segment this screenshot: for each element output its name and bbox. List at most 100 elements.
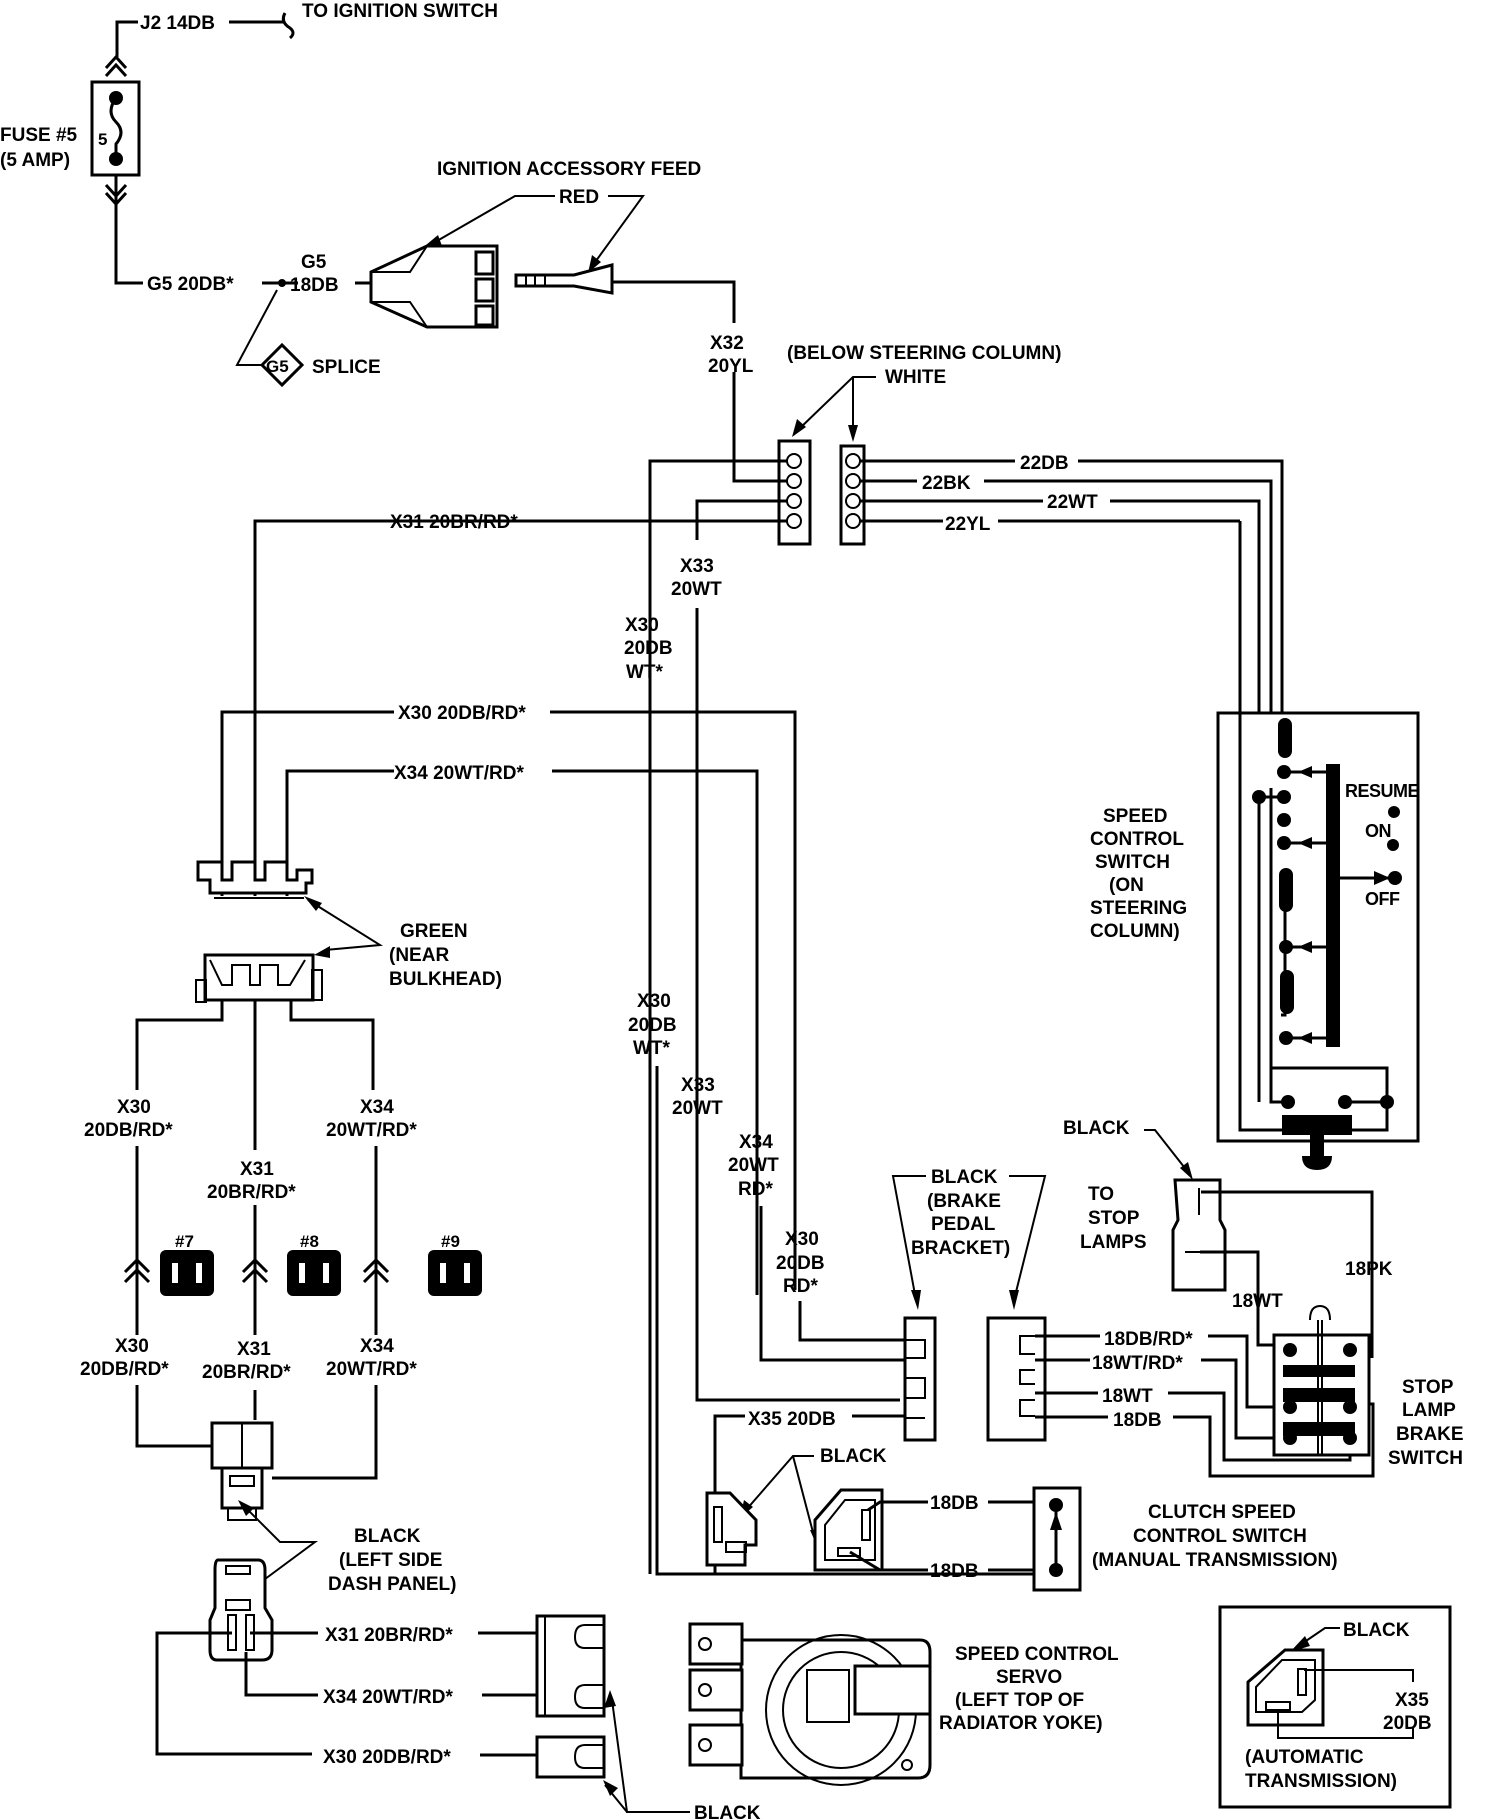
- fuse-label-2: (5 AMP): [0, 150, 70, 171]
- resume-label: RESUME: [1345, 781, 1420, 801]
- on-label: ON: [1365, 821, 1391, 841]
- auto-black-label: BLACK: [1343, 1620, 1410, 1641]
- g5-wire-label: G5 20DB*: [147, 274, 234, 295]
- fuse-7-icon: [160, 1250, 214, 1296]
- x32-label-2: 20YL: [708, 356, 754, 377]
- switch-label-line-2: CONTROL: [1090, 829, 1184, 850]
- brake-wire-3: 18WT: [1102, 1386, 1153, 1407]
- servo-section: SPEED CONTROL SERVO (LEFT TOP OF RADIATO…: [688, 1622, 1119, 1786]
- x31-b-1: X31: [237, 1339, 271, 1360]
- clutch-wire-2: 18DB: [930, 1561, 979, 1582]
- x30-b-1: X30: [115, 1336, 149, 1357]
- clutch-wire-1: 18DB: [930, 1493, 979, 1514]
- to-stop-3: LAMPS: [1080, 1232, 1147, 1253]
- auto-x35-2: 20DB: [1383, 1713, 1432, 1734]
- x33-c-1: X33: [681, 1075, 715, 1096]
- stop-switch-label-1: STOP: [1402, 1377, 1454, 1398]
- switch-bus-bar: [1326, 764, 1340, 1047]
- auto-label-1: (AUTOMATIC: [1245, 1747, 1364, 1768]
- white-label: WHITE: [885, 367, 946, 388]
- clutch-black-label: BLACK: [820, 1446, 887, 1467]
- splice-diamond-icon: [259, 342, 305, 388]
- stop-black-label: BLACK: [1063, 1118, 1130, 1139]
- steering-connectors: (BELOW STEERING COLUMN) WHITE 22DB 22BK …: [540, 343, 1284, 1574]
- switch-t-handle: [1282, 1115, 1352, 1135]
- x30-d-2: 20DB: [776, 1253, 825, 1274]
- x31-b-2: 20BR/RD*: [202, 1362, 291, 1383]
- servo-label-2: SERVO: [996, 1667, 1062, 1688]
- stop-switch-label-4: SWITCH: [1388, 1448, 1463, 1469]
- fuse-label-1: FUSE #5: [0, 125, 78, 146]
- dash-panel-section: BLACK (LEFT SIDE DASH PANEL) X31 20BR/RD…: [155, 1500, 761, 1820]
- wire-22bk: 22BK: [922, 473, 971, 494]
- to-stop-1: TO: [1088, 1184, 1114, 1205]
- fuse-8-icon: [287, 1250, 341, 1296]
- left-branch: X30 20DB/RD* X31 20BR/RD* X34 20WT/RD* #…: [80, 1097, 482, 1521]
- x30-a-1: X30: [117, 1097, 151, 1118]
- brake-wire-2: 18WT/RD*: [1092, 1353, 1183, 1374]
- x30-d-1: X30: [785, 1229, 819, 1250]
- x30-mid-label-2: 20DB: [624, 638, 673, 659]
- green-label-2: (NEAR: [389, 945, 449, 966]
- clutch-label-3: (MANUAL TRANSMISSION): [1092, 1550, 1338, 1571]
- x30-mid-label-1: X30: [625, 615, 659, 636]
- x34-a-1: X34: [360, 1097, 394, 1118]
- x34-c-2: 20WT: [728, 1155, 779, 1176]
- x34-b-1: X34: [360, 1336, 394, 1357]
- wire-22yl: 22YL: [945, 514, 991, 535]
- x30-a-2: 20DB/RD*: [84, 1120, 173, 1141]
- servo-connector-upper: [535, 1614, 606, 1718]
- stop-switch-label-2: LAMP: [1402, 1400, 1456, 1421]
- x33-c-2: 20WT: [672, 1098, 723, 1119]
- clutch-section: X35 20DB BLACK 18DB 18DB CLUTCH SPEED CO…: [705, 1409, 1338, 1592]
- red-label: RED: [559, 187, 599, 208]
- x33-label-2: 20WT: [671, 579, 722, 600]
- servo-label-1: SPEED CONTROL: [955, 1644, 1119, 1665]
- x30-c-2: 20DB: [628, 1015, 677, 1036]
- j2-wire-label: J2 14DB: [140, 13, 215, 34]
- stop-wt-label: 18WT: [1232, 1291, 1283, 1312]
- below-steering-label: (BELOW STEERING COLUMN): [787, 343, 1061, 364]
- x34-c-1: X34: [739, 1132, 773, 1153]
- brake-label-3: PEDAL: [931, 1214, 996, 1235]
- g5-conn-label-2: 18DB: [290, 275, 339, 296]
- green-connector: GREEN (NEAR BULKHEAD): [135, 860, 502, 1150]
- fuse-7-label: #7: [175, 1232, 194, 1251]
- dash-x34: X34 20WT/RD*: [323, 1687, 453, 1708]
- auto-connector-small: [705, 1491, 758, 1567]
- harness: X31 20BR/RD* X33 20WT X30 20DB WT* X30 2…: [220, 512, 900, 1402]
- to-stop-2: STOP: [1088, 1208, 1140, 1229]
- x32-label-1: X32: [710, 333, 744, 354]
- brake-label-4: BRACKET): [911, 1238, 1010, 1259]
- switch-label-line-4: (ON: [1109, 875, 1144, 896]
- dash-label-1: BLACK: [354, 1526, 421, 1547]
- green-label-3: BULKHEAD): [389, 969, 502, 990]
- fuse-number: 5: [98, 130, 107, 149]
- speed-control-switch: SPEED CONTROL SWITCH (ON STEERING COLUMN…: [1090, 521, 1420, 1170]
- fuse-9-label: #9: [441, 1232, 460, 1251]
- ignition-feed-label: IGNITION ACCESSORY FEED: [437, 159, 701, 180]
- to-ignition-switch-label: TO IGNITION SWITCH: [302, 1, 498, 22]
- brake-bracket-connectors: BLACK (BRAKE PEDAL BRACKET) 18DB/RD* 18W…: [891, 1167, 1375, 1478]
- ignition-feed-section: IGNITION ACCESSORY FEED RED X32 20YL: [369, 159, 754, 377]
- x31-a-2: 20BR/RD*: [207, 1182, 296, 1203]
- clutch-label-2: CONTROL SWITCH: [1133, 1526, 1307, 1547]
- splice-label: SPLICE: [312, 357, 381, 378]
- switch-label-line-5: STEERING: [1090, 898, 1187, 919]
- switch-label-line-1: SPEED: [1103, 806, 1167, 827]
- x30-d-3: RD*: [783, 1276, 818, 1297]
- dash-x31: X31 20BR/RD*: [325, 1625, 453, 1646]
- x31-a-1: X31: [240, 1159, 274, 1180]
- brake-wire-4: 18DB: [1113, 1410, 1162, 1431]
- x30-h-label: X30 20DB/RD*: [398, 703, 526, 724]
- fuse-9-icon: [428, 1250, 482, 1296]
- center-column: X30 20DB WT* X33 20WT X34 20WT RD* X30 2…: [628, 991, 1033, 1576]
- auto-transmission-inset: BLACK X35 20DB (AUTOMATIC TRANSMISSION): [1218, 1605, 1452, 1809]
- wire-22wt: 22WT: [1047, 492, 1098, 513]
- fuse-8-label: #8: [300, 1232, 319, 1251]
- g5-conn-label-1: G5: [301, 252, 327, 273]
- x34-b-2: 20WT/RD*: [326, 1359, 417, 1380]
- off-label: OFF: [1365, 889, 1400, 909]
- servo-label-3: (LEFT TOP OF: [955, 1690, 1084, 1711]
